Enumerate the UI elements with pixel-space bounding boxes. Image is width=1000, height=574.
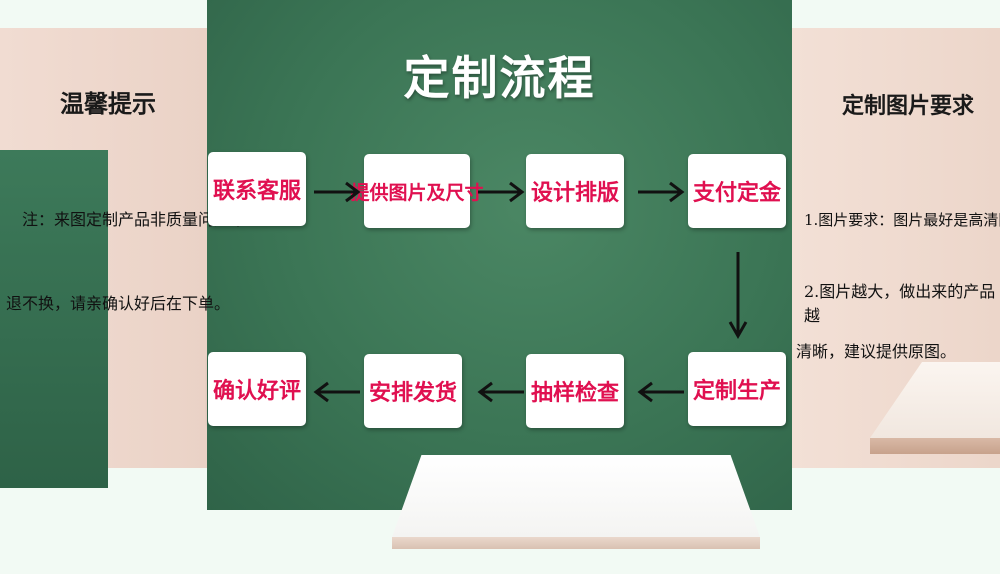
requirement-2-line-2: 清晰，建议提供原图。	[796, 342, 957, 361]
step-provide-image-size: 提供图片及尺寸	[351, 154, 484, 228]
step-confirm-review: 确认好评	[208, 352, 306, 426]
arrow-down-icon	[728, 252, 748, 340]
step-sample-inspection: 抽样检查	[526, 354, 624, 428]
requirement-2-line-1: 2.图片越大，做出来的产品越	[804, 282, 996, 325]
display-platform-top	[392, 455, 760, 537]
tips-note-line-2: 退不换，请亲确认好后在下单。	[6, 294, 231, 313]
left-panel-green-strip	[0, 150, 108, 488]
step-pay-deposit: 支付定金	[688, 154, 786, 228]
step-custom-production: 定制生产	[688, 352, 786, 426]
tips-note-line-1: 注：来图定制产品非质量问题不	[22, 210, 247, 229]
tips-heading: 温馨提示	[60, 90, 156, 118]
image-requirements-heading: 定制图片要求	[842, 94, 975, 119]
arrow-left-icon	[637, 381, 684, 403]
requirement-1: 1.图片要求：图片最好是高清图。	[804, 211, 1000, 229]
arrow-right-icon	[314, 181, 361, 203]
display-platform-front	[392, 537, 760, 549]
step-design-layout: 设计排版	[526, 154, 624, 228]
arrow-left-icon	[477, 381, 524, 403]
step-arrange-shipping: 安排发货	[364, 354, 462, 428]
arrow-left-icon	[313, 381, 360, 403]
arrow-right-icon	[478, 181, 525, 203]
step-contact-service: 联系客服	[208, 152, 306, 226]
side-shelf-front	[870, 438, 1000, 454]
arrow-right-icon	[638, 181, 685, 203]
flow-title: 定制流程	[403, 51, 596, 105]
